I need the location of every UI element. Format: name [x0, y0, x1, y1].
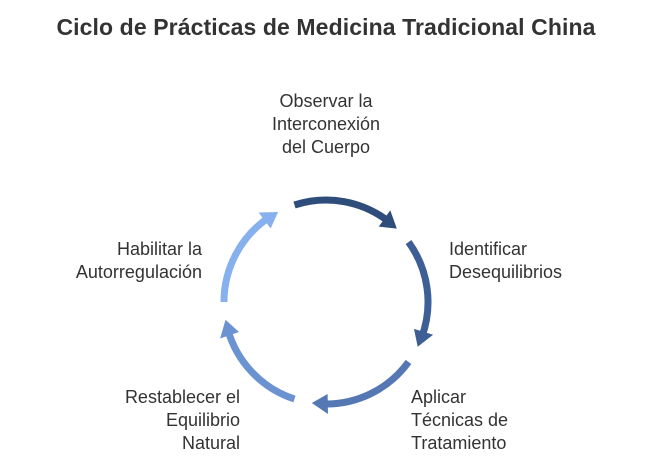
cycle-arc [321, 359, 412, 408]
step-label-line: Técnicas de [411, 410, 509, 430]
step-label-observe: Observar la Interconexión del Cuerpo [226, 90, 426, 159]
cycle-arrowhead [378, 210, 397, 229]
cycle-arrowhead [220, 319, 240, 339]
step-label-line: Habilitar la [116, 239, 202, 259]
step-label-line: Aplicar [411, 387, 467, 407]
cycle-arrowhead [311, 393, 328, 414]
step-label-line: Observar la [279, 91, 373, 111]
step-label-enable: Habilitar la Autorregulación [20, 238, 202, 284]
step-label-line: Natural [181, 433, 240, 453]
diagram-title: Ciclo de Prácticas de Medicina Tradicion… [56, 14, 596, 40]
step-label-line: Interconexión [271, 114, 381, 134]
step-label-line: Autorregulación [75, 262, 202, 282]
step-label-restore: Restablecer el Equilibrio Natural [40, 386, 240, 455]
cycle-arc [220, 213, 272, 303]
step-label-line: Identificar [449, 239, 528, 259]
cycle-arc [224, 328, 296, 403]
cycle-arrowhead [413, 328, 434, 347]
step-label-line: Tratamiento [411, 433, 507, 453]
step-label-line: Restablecer el [124, 387, 240, 407]
cycle-arc [293, 196, 392, 226]
cycle-arrowhead [258, 211, 279, 229]
cycle-arc [405, 239, 432, 340]
step-label-line: Desequilibrios [449, 262, 563, 282]
step-label-line: Equilibrio [165, 410, 240, 430]
step-label-identify: Identificar Desequilibrios [449, 238, 562, 284]
step-label-line: del Cuerpo [281, 137, 371, 157]
step-label-apply: Aplicar Técnicas de Tratamiento [411, 386, 508, 455]
